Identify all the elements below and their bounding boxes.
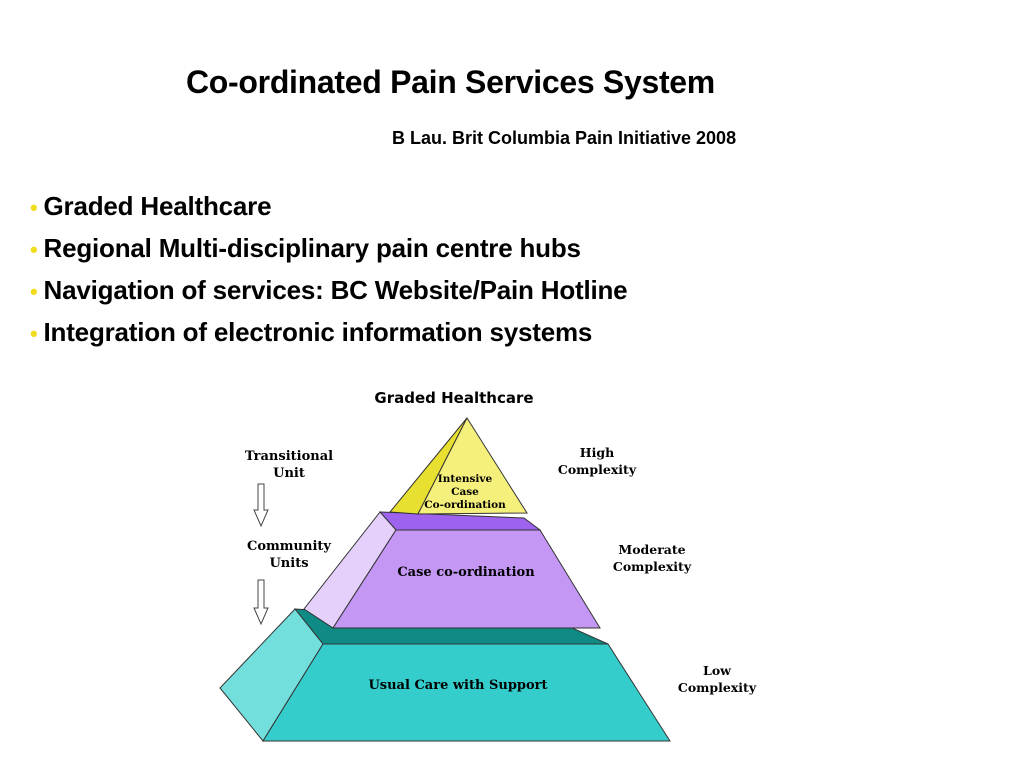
top-tier-label-1: Intensive [438,473,493,485]
transitional-unit-label-1: Transitional [245,449,333,464]
low-complexity-label-2: Complexity [678,680,757,695]
moderate-complexity-label-1: Moderate [618,542,685,557]
low-complexity-label-1: Low [703,663,732,678]
bullet-list: •Graded Healthcare •Regional Multi-disci… [30,186,628,354]
down-arrow-icon [253,579,269,626]
middle-tier-top-face [378,511,542,531]
middle-tier-label: Case co-ordination [397,565,535,580]
top-tier-label-2: Case [451,486,479,498]
bullet-item: •Regional Multi-disciplinary pain centre… [30,228,627,270]
bullet-text: Graded Healthcare [43,191,272,221]
bullet-item: •Graded Healthcare [30,186,627,228]
bullet-icon: • [30,279,38,304]
slide-title: Co-ordinated Pain Services System [186,64,715,100]
bullet-item: •Navigation of services: BC Website/Pain… [30,270,628,312]
high-complexity-label-1: High [580,445,614,460]
community-units-label-2: Units [269,556,308,571]
middle-tier-front-face [332,529,601,629]
high-complexity-label-2: Complexity [558,462,637,477]
bullet-icon: • [30,321,38,346]
top-tier-label-3: Co-ordination [424,499,506,511]
bottom-tier-label: Usual Care with Support [368,678,547,693]
diagram-heading: Graded Healthcare [374,389,533,407]
bottom-tier-front-face [262,643,671,742]
slide-subtitle: B Lau. Brit Columbia Pain Initiative 200… [392,128,737,148]
transitional-unit-label-2: Unit [273,466,305,481]
bullet-icon: • [30,195,38,220]
top-tier-front-face [417,416,528,515]
community-units-label-1: Community [247,539,331,554]
bullet-text: Integration of electronic information sy… [43,317,593,347]
bullet-icon: • [30,237,38,262]
bullet-text: Regional Multi-disciplinary pain centre … [43,233,581,263]
bullet-text: Navigation of services: BC Website/Pain … [43,275,628,305]
moderate-complexity-label-2: Complexity [613,559,692,574]
bullet-item: •Integration of electronic information s… [30,312,627,354]
down-arrow-icon [253,483,269,528]
